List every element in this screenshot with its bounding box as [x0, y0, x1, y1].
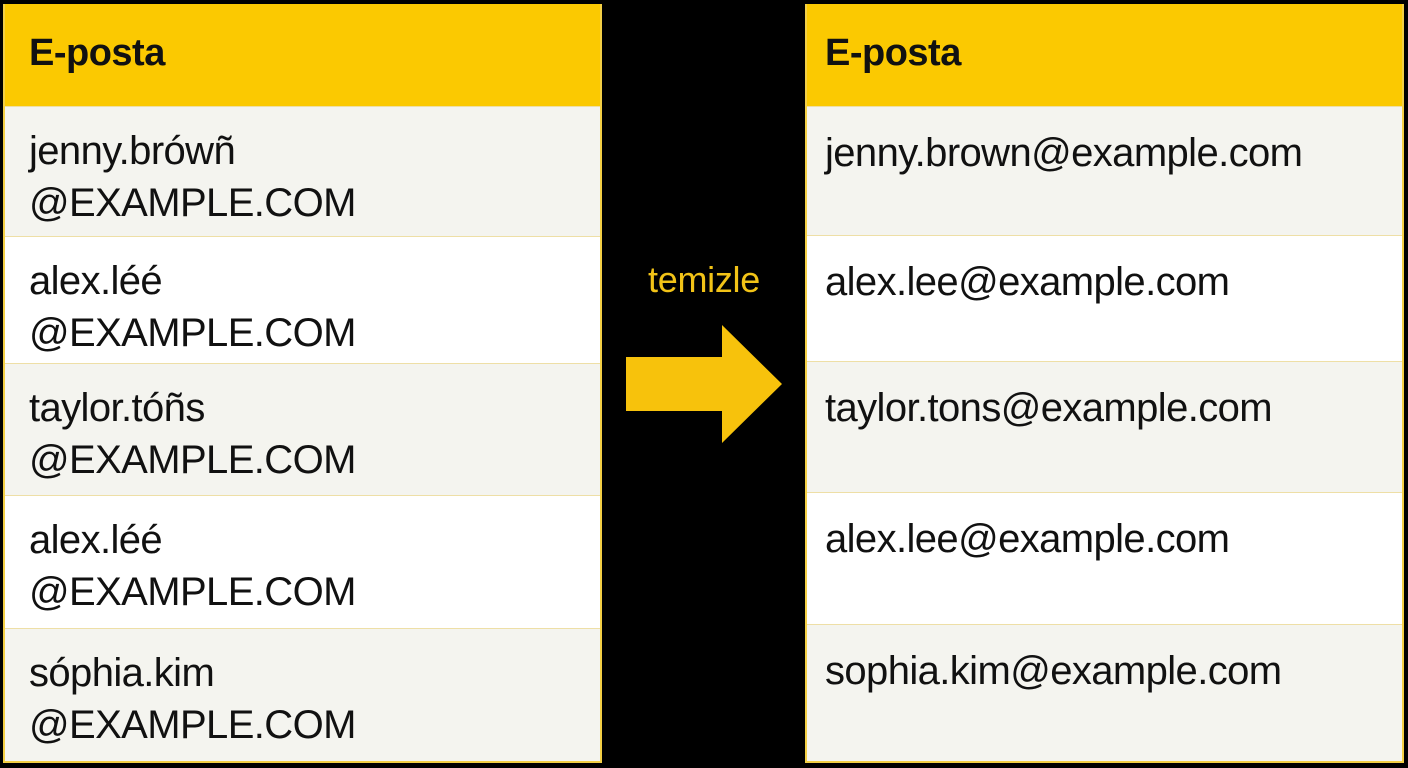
- table-row: sophia.kim@example.com: [807, 624, 1402, 761]
- clean-table-header: E-posta: [807, 4, 1402, 106]
- raw-email-cell: alex.léé @EXAMPLE.COM: [29, 259, 356, 355]
- clean-email-cell: jenny.brown@example.com: [825, 131, 1303, 175]
- table-row: taylor.tóñs @EXAMPLE.COM: [5, 363, 600, 495]
- raw-email-cell: alex.léé @EXAMPLE.COM: [29, 518, 356, 614]
- table-row: jenny.brown@example.com: [807, 106, 1402, 235]
- clean-email-cell: alex.lee@example.com: [825, 260, 1230, 304]
- table-row: alex.léé @EXAMPLE.COM: [5, 236, 600, 363]
- table-row: alex.léé @EXAMPLE.COM: [5, 495, 600, 628]
- clean-email-cell: alex.lee@example.com: [825, 517, 1230, 561]
- table-row: alex.lee@example.com: [807, 235, 1402, 361]
- clean-header-label: E-posta: [825, 32, 961, 74]
- raw-header-label: E-posta: [29, 32, 165, 74]
- transform-label: temizle: [648, 259, 760, 300]
- table-row: alex.lee@example.com: [807, 492, 1402, 624]
- raw-email-table: E-posta jenny.brówñ @EXAMPLE.COM alex.lé…: [3, 4, 602, 763]
- clean-email-cell: sophia.kim@example.com: [825, 649, 1282, 693]
- arrow-right-icon: [626, 325, 782, 443]
- raw-email-cell: sóphia.kim @EXAMPLE.COM: [29, 651, 356, 747]
- raw-table-header: E-posta: [5, 4, 600, 106]
- clean-email-cell: taylor.tons@example.com: [825, 386, 1273, 430]
- clean-email-table: E-posta jenny.brown@example.com alex.lee…: [805, 4, 1404, 763]
- table-row: sóphia.kim @EXAMPLE.COM: [5, 628, 600, 761]
- table-row: jenny.brówñ @EXAMPLE.COM: [5, 106, 600, 236]
- raw-email-cell: taylor.tóñs @EXAMPLE.COM: [29, 386, 356, 482]
- raw-email-cell: jenny.brówñ @EXAMPLE.COM: [29, 129, 356, 225]
- table-row: taylor.tons@example.com: [807, 361, 1402, 492]
